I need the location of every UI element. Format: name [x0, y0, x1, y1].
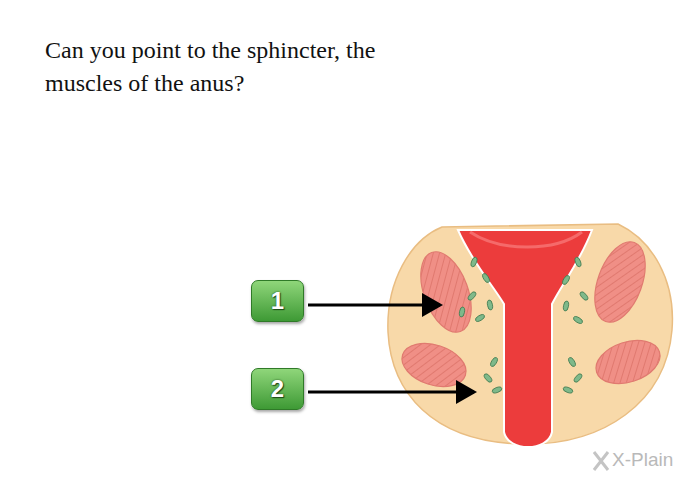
callout-box: 1 [251, 280, 304, 322]
heading: Can you point to the sphincter, the musc… [45, 34, 410, 100]
callout-number: 1 [271, 287, 284, 315]
callout-number: 2 [271, 375, 284, 403]
callout-box: 2 [251, 368, 304, 410]
watermark: X-Plain [612, 449, 673, 471]
leader-arrow [308, 391, 474, 394]
leader-arrow [308, 304, 440, 307]
